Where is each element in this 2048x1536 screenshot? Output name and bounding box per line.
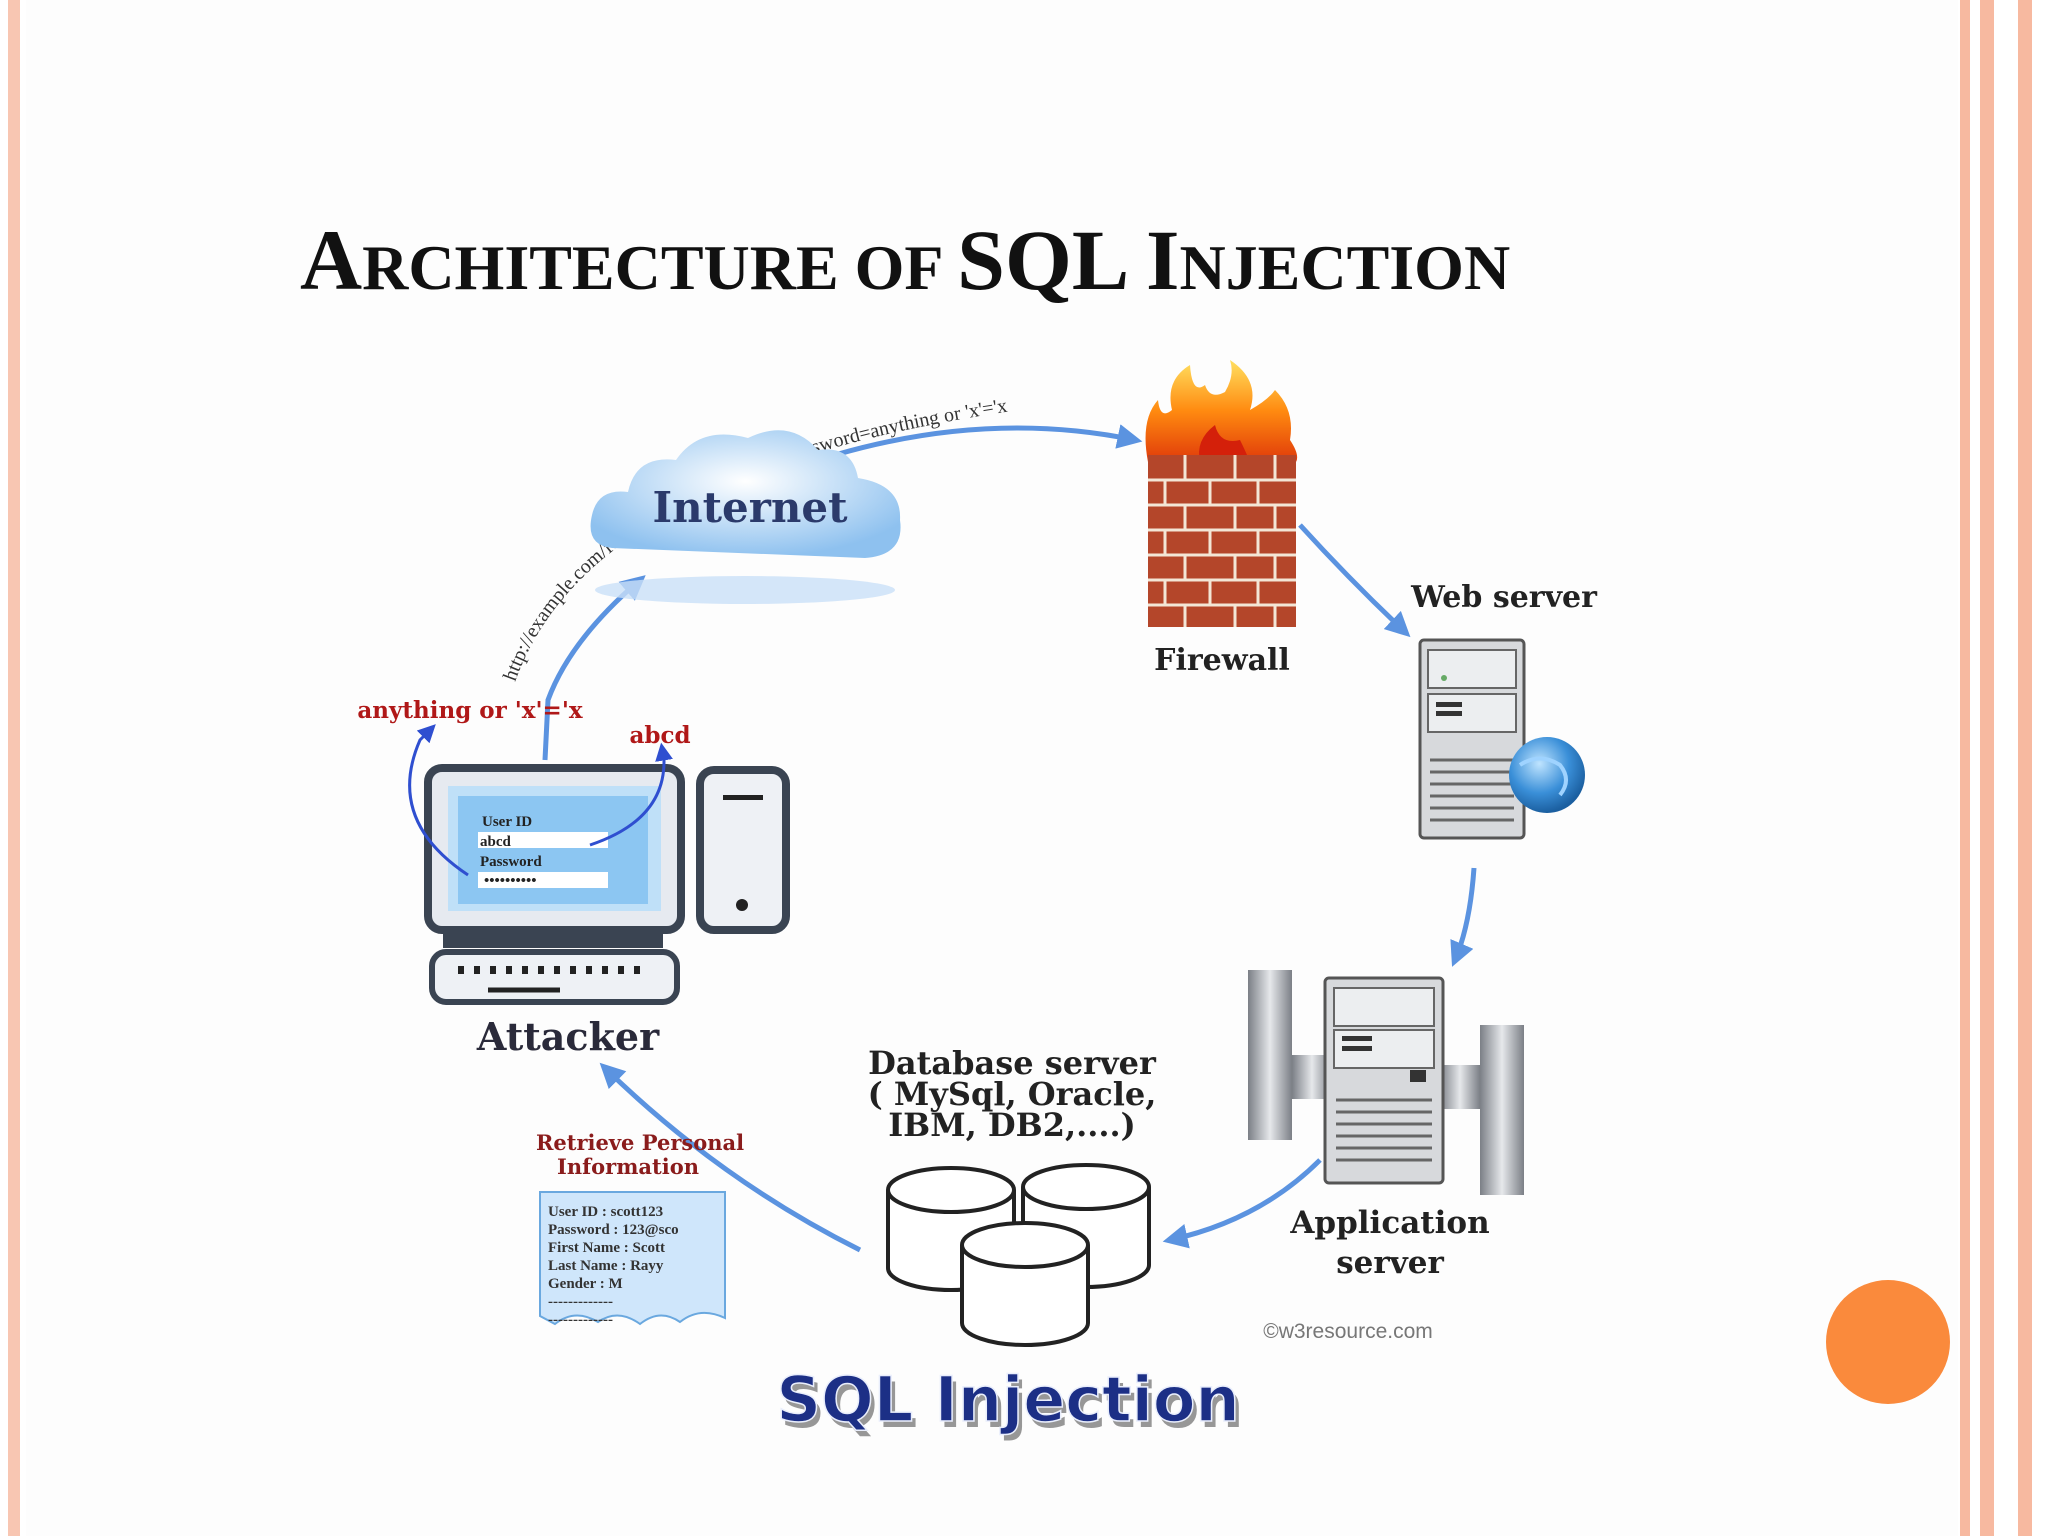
title-part-large: SQL I <box>957 212 1180 308</box>
application-server-label-line1: Application <box>1289 1205 1489 1241</box>
user-id-label: User ID <box>482 814 532 830</box>
internet-label: Internet <box>652 483 848 532</box>
user-id-value: abcd <box>480 834 512 850</box>
application-server-label-line2: server <box>1336 1245 1444 1281</box>
banner-title: SQL Injection <box>776 1363 1239 1436</box>
frame-bar <box>2018 0 2032 1536</box>
accent-dot <box>1826 1280 1950 1404</box>
title-part: RCHITECTURE OF <box>362 232 958 303</box>
abcd-text: abcd <box>629 722 690 749</box>
record-line: ------------- <box>548 1312 613 1328</box>
retrieve-label-line1: Retrieve Personal <box>536 1130 744 1155</box>
record-line: User ID : scott123 <box>548 1204 663 1220</box>
database-server-label-line2: ( MySql, Oracle, <box>868 1075 1157 1113</box>
banner-shadow: SQL Injection <box>780 1369 1243 1442</box>
injection-text: anything or 'x'='x <box>357 697 582 724</box>
arrow-database-to-attacker <box>599 1062 862 1253</box>
firewall-label: Firewall <box>1154 643 1290 678</box>
record-line: Last Name : Rayy <box>548 1258 664 1274</box>
database-server-label-line1: Database server <box>868 1044 1157 1082</box>
record-line: ------------- <box>548 1294 613 1310</box>
firewall-icon <box>1145 360 1298 627</box>
retrieve-label-line2: Information <box>557 1154 699 1179</box>
record-line: Password : 123@sco <box>548 1222 679 1238</box>
frame-bar <box>1980 0 1994 1536</box>
application-server-icon <box>1248 970 1524 1195</box>
arrow-password-injection <box>408 724 469 877</box>
title-part: NJECTION <box>1179 232 1511 303</box>
left-frame-border <box>0 0 26 1536</box>
attacker-label: Attacker <box>476 1014 660 1059</box>
arrow-userid-injection <box>589 742 673 847</box>
right-frame-border <box>1958 0 2048 1536</box>
record-line: First Name : Scott <box>548 1240 665 1256</box>
internet-cloud-icon: Internet <box>590 430 901 604</box>
password-value: •••••••••• <box>484 873 537 889</box>
title-initial: A <box>300 212 363 308</box>
arrow-webserver-to-appserver <box>1450 867 1477 967</box>
record-line: Gender : M <box>548 1276 623 1292</box>
arrow-appserver-to-database <box>1162 1158 1322 1249</box>
arrow-firewall-to-webserver <box>1298 523 1411 638</box>
frame-bar <box>1960 0 1970 1536</box>
arrow-internet-to-firewall <box>834 424 1143 458</box>
slide-title: ARCHITECTURE OF SQL INJECTION <box>300 215 1700 313</box>
user-id-input <box>478 832 608 848</box>
globe-icon <box>1509 737 1585 813</box>
password-label: Password <box>480 854 542 870</box>
retrieved-record-paper <box>539 1191 726 1326</box>
database-cylinders-icon <box>886 1163 1151 1347</box>
globe-continents <box>1518 756 1568 797</box>
password-input <box>478 872 608 888</box>
copyright-text: ©w3resource.com <box>1263 1320 1433 1343</box>
web-server-icon <box>1418 638 1526 840</box>
web-server-label: Web server <box>1410 580 1598 615</box>
database-server-label-line3: IBM, DB2,....) <box>888 1106 1136 1144</box>
